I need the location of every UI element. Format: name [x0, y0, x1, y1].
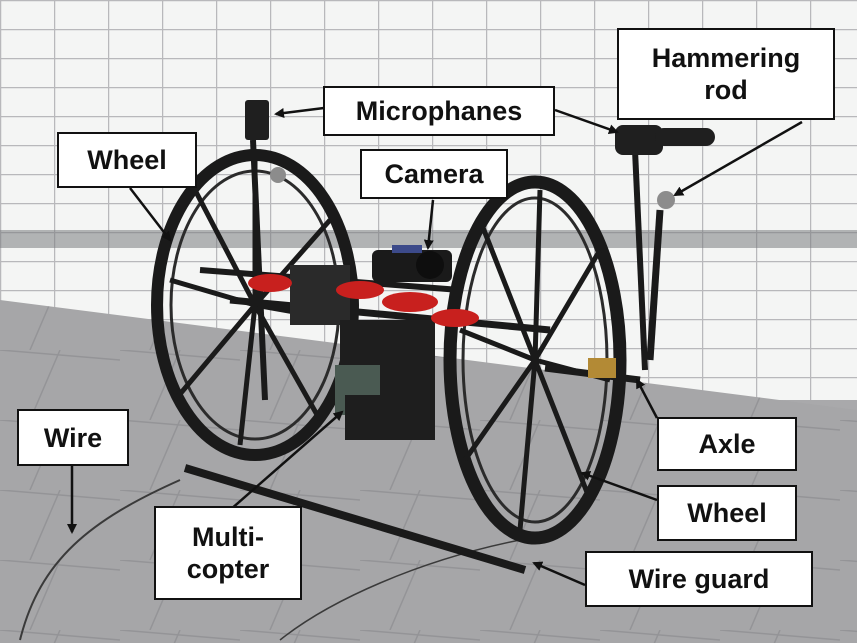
label-microphones: Microphanes [323, 86, 555, 136]
frame [199, 139, 664, 401]
axle-fitting [588, 358, 616, 378]
left-microphone [245, 100, 269, 140]
label-wheel-left: Wheel [57, 132, 197, 188]
loose-wire [19, 479, 181, 641]
hammering-rod [655, 128, 715, 146]
arrow-wheel-right [580, 471, 658, 502]
label-wheel-right: Wheel [657, 485, 797, 541]
multicopter-body [248, 265, 479, 440]
label-hammering-rod: Hammering rod [617, 28, 835, 120]
right-microphone [615, 125, 663, 155]
label-camera: Camera [360, 149, 508, 199]
arrow-microphone-left [274, 106, 325, 118]
arrow-wire-guard [532, 561, 586, 587]
arrow-hammering-rod [673, 120, 803, 197]
label-wire-guard: Wire guard [585, 551, 813, 607]
left-ball [270, 167, 286, 183]
label-axle: Axle [657, 417, 797, 471]
wire-guard-bar [183, 464, 527, 574]
loose-wire-2 [279, 539, 521, 641]
arrow-multicopter [229, 410, 344, 511]
label-wire: Wire [17, 409, 129, 466]
camera-body [372, 245, 452, 282]
arrow-camera [423, 199, 435, 250]
arrow-wheel-left [129, 187, 172, 242]
hammer-ball [657, 191, 675, 209]
label-multicopter: Multi- copter [154, 506, 302, 600]
arrow-axle [635, 378, 659, 419]
arrow-microphone-right [554, 108, 619, 135]
